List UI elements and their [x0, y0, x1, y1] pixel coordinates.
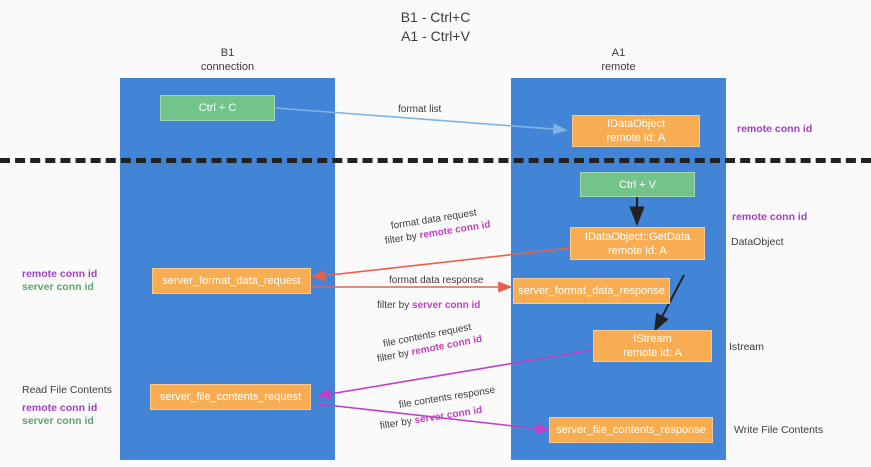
node-idataobject[interactable]: IDataObject remote id: A	[572, 115, 700, 147]
edge-label-file-contents-response-filter-key: server conn id	[413, 404, 483, 427]
title-line-2: A1 - Ctrl+V	[401, 28, 470, 44]
node-ctrl-c[interactable]: Ctrl + C	[160, 95, 275, 121]
title-line-1: B1 - Ctrl+C	[400, 9, 471, 25]
node-idataobject-getdata-label: IDataObject::GetData	[584, 230, 691, 243]
annotation-istream: Istream	[729, 341, 764, 354]
annotation-write-file-contents-text: Write File Contents	[734, 424, 824, 436]
annotation-left-remote-conn-id-mid: remote conn id	[22, 268, 98, 280]
edge-label-format-data-response-filter: filter by server conn id	[377, 299, 480, 312]
node-istream-sub: remote id: A	[623, 347, 682, 359]
node-server-file-contents-response-label: server_file_contents_response	[556, 424, 706, 436]
annotation-left-server-conn-id-bottom: server conn id	[22, 415, 94, 427]
annotation-dataobject: DataObject	[731, 236, 784, 249]
lane-header-a1: A1 remote	[511, 46, 726, 74]
lane-header-b1-name: B1	[220, 47, 235, 59]
node-idataobject-getdata[interactable]: IDataObject::GetData remote id: A	[570, 227, 705, 260]
node-idataobject-sub: remote id: A	[606, 132, 666, 144]
node-server-file-contents-request-label: server_file_contents_request	[159, 391, 302, 403]
node-server-format-data-response[interactable]: server_format_data_response	[513, 278, 670, 304]
edge-label-file-contents-response-filter: filter by server conn id	[379, 404, 483, 433]
annotation-left-server-conn-id-mid: server conn id	[22, 281, 94, 293]
edge-label-format-data-response: format data response	[389, 274, 484, 287]
node-server-file-contents-request[interactable]: server_file_contents_request	[150, 384, 311, 410]
node-istream-label: IStream	[633, 333, 672, 345]
node-istream[interactable]: IStream remote id: A	[593, 330, 712, 362]
lane-header-b1: B1 connection	[120, 46, 335, 74]
node-idataobject-label: IDataObject	[606, 118, 666, 130]
lane-header-a1-sub: remote	[601, 61, 636, 73]
annotation-remote-conn-id-top-text: remote conn id	[737, 123, 813, 135]
lane-header-b1-sub: connection	[200, 61, 255, 73]
annotation-left-remote-conn-id-bottom: remote conn id	[22, 402, 98, 414]
annotation-remote-conn-id-mid: remote conn id	[732, 211, 807, 224]
edge-label-file-contents-response-filter-prefix: filter by	[379, 415, 416, 432]
annotation-remote-conn-id-mid-text: remote conn id	[732, 211, 808, 223]
node-ctrl-v[interactable]: Ctrl + V	[580, 172, 695, 197]
edge-label-format-list-text: format list	[398, 104, 442, 115]
annotation-left-conn-ids-bottom: remote conn id server conn id	[22, 402, 97, 428]
annotation-read-file-contents-text: Read File Contents	[22, 384, 112, 396]
edge-label-file-contents-request-filter-prefix: filter by	[376, 347, 413, 365]
annotation-dataobject-text: DataObject	[731, 236, 784, 248]
edge-label-format-list: format list	[398, 103, 441, 116]
node-ctrl-c-label: Ctrl + C	[198, 102, 237, 114]
page-title: B1 - Ctrl+C A1 - Ctrl+V	[0, 8, 871, 46]
node-server-format-data-request-label: server_format_data_request	[162, 275, 301, 287]
node-ctrl-v-label: Ctrl + V	[619, 178, 656, 191]
annotation-read-file-contents: Read File Contents	[22, 384, 112, 397]
lane-header-a1-name: A1	[611, 47, 626, 59]
annotation-istream-text: Istream	[729, 341, 765, 353]
annotation-remote-conn-id-top: remote conn id	[737, 123, 812, 136]
node-idataobject-getdata-sub: remote id: A	[608, 244, 667, 257]
edge-label-format-data-response-filter-prefix: filter by	[377, 300, 413, 311]
annotation-left-conn-ids-mid: remote conn id server conn id	[22, 268, 97, 294]
annotation-write-file-contents: Write File Contents	[734, 424, 823, 437]
node-server-format-data-response-label: server_format_data_response	[518, 285, 665, 297]
edge-label-format-data-request-filter-prefix: filter by	[384, 230, 421, 247]
phase-divider	[0, 158, 871, 163]
node-server-format-data-request[interactable]: server_format_data_request	[152, 268, 311, 294]
edge-label-format-data-response-filter-key: server conn id	[412, 300, 481, 311]
node-server-file-contents-response[interactable]: server_file_contents_response	[549, 417, 713, 443]
edge-label-format-data-response-text: format data response	[389, 275, 484, 286]
